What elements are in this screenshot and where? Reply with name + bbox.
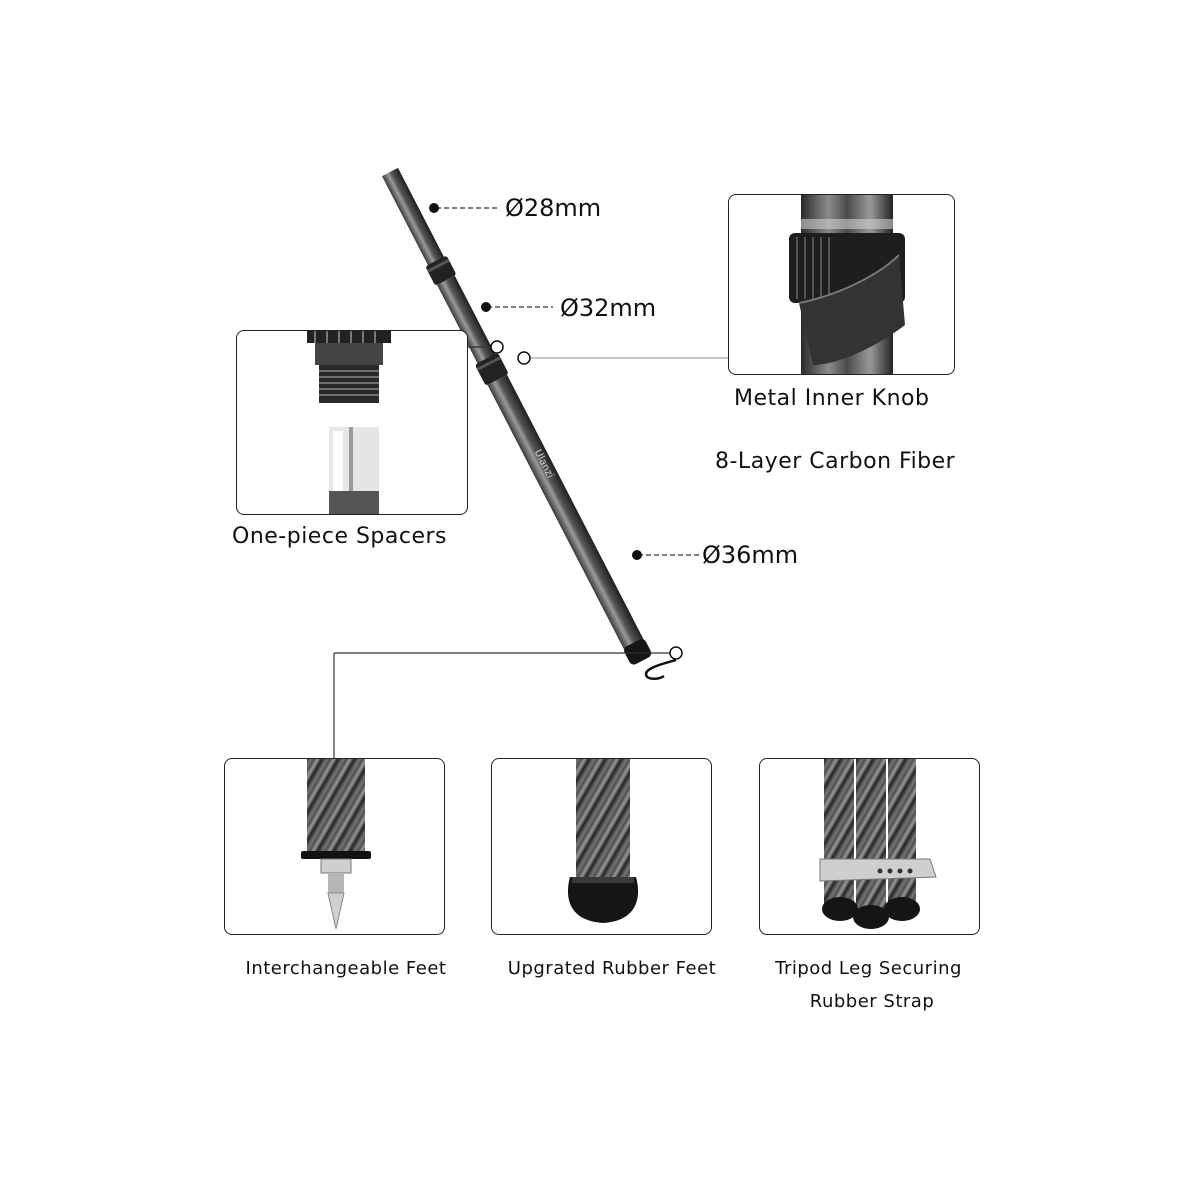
rubber-feet-label: Upgrated Rubber Feet bbox=[507, 958, 717, 979]
leg-lock-collar-2 bbox=[475, 353, 508, 385]
spacers-label: One-piece Spacers bbox=[232, 524, 448, 549]
diameter-middle-label: Ø32mm bbox=[560, 294, 657, 322]
spike-foot-image bbox=[301, 759, 371, 930]
carbon-fiber-label: 8-Layer Carbon Fiber bbox=[715, 449, 956, 474]
metal-knob-image bbox=[789, 195, 905, 374]
leg-shaft: Ulanzi bbox=[382, 167, 652, 665]
interchangeable-feet-panel bbox=[224, 758, 445, 935]
leader-lines bbox=[333, 207, 728, 760]
rubber-feet-panel bbox=[491, 758, 712, 935]
leg-foot bbox=[624, 639, 652, 665]
spacers-panel bbox=[236, 330, 468, 515]
rubber-strap-label-line2: Rubber Strap bbox=[809, 991, 935, 1012]
interchangeable-feet-label: Interchangeable Feet bbox=[245, 958, 447, 979]
metal-knob-panel bbox=[728, 194, 955, 375]
diameter-top-label: Ø28mm bbox=[505, 194, 602, 222]
rubber-strap-label-line1: Tripod Leg Securing bbox=[775, 958, 962, 979]
diameter-bottom-label: Ø36mm bbox=[702, 541, 799, 569]
rubber-strap-panel bbox=[759, 758, 980, 935]
spacers-image bbox=[307, 331, 391, 514]
marker-dots bbox=[429, 203, 683, 660]
rubber-foot-image bbox=[567, 759, 639, 923]
strap-hook bbox=[644, 658, 677, 680]
leg-lock-collar-1 bbox=[426, 256, 456, 285]
rubber-strap-image bbox=[819, 759, 937, 929]
metal-knob-label: Metal Inner Knob bbox=[734, 386, 930, 411]
